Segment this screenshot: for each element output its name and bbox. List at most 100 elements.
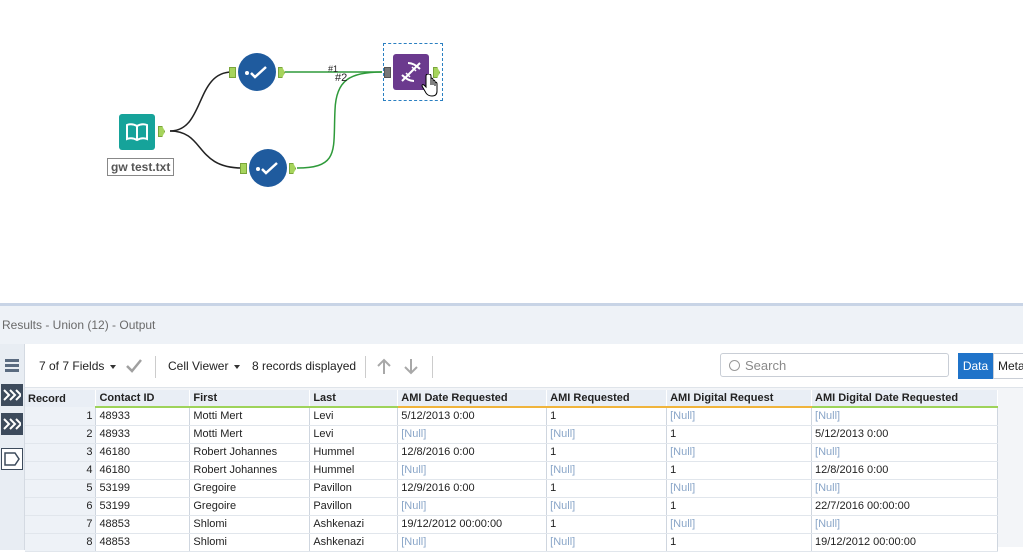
filter-tool-1[interactable] (238, 53, 276, 91)
list-icon[interactable] (1, 354, 23, 376)
metadata-tab-button[interactable]: Metadata (993, 353, 1023, 379)
table-cell[interactable]: [Null] (546, 497, 668, 516)
table-cell[interactable]: 5/12/2013 0:00 (811, 425, 998, 444)
union-output-anchor[interactable] (433, 67, 440, 78)
data-tab-button[interactable]: Data (958, 353, 993, 379)
table-cell[interactable]: [Null] (811, 443, 998, 462)
table-cell[interactable]: Ashkenazi (309, 533, 399, 552)
record-number-cell[interactable]: 7 (25, 515, 97, 534)
filter2-output-anchor[interactable] (289, 163, 296, 174)
column-header-last[interactable]: Last (309, 390, 399, 408)
input-data-tool[interactable] (119, 114, 155, 150)
table-cell[interactable]: 5/12/2013 0:00 (397, 407, 548, 426)
table-cell[interactable]: Gregoire (189, 497, 311, 516)
table-cell[interactable]: 1 (546, 479, 668, 498)
record-number-cell[interactable]: 5 (25, 479, 97, 498)
column-header-first[interactable]: First (189, 390, 311, 408)
table-cell[interactable]: 48853 (95, 533, 191, 552)
table-cell[interactable]: [Null] (666, 407, 813, 426)
table-cell[interactable]: Motti Mert (189, 425, 311, 444)
table-cell[interactable]: [Null] (397, 497, 548, 516)
table-cell[interactable]: Gregoire (189, 479, 311, 498)
column-header-record[interactable]: Record (25, 390, 97, 407)
workflow-canvas[interactable]: gw test.txt #1 #2 (0, 0, 1023, 303)
table-cell[interactable]: [Null] (666, 515, 813, 534)
record-number-cell[interactable]: 4 (25, 461, 97, 480)
table-cell[interactable]: Levi (309, 407, 399, 426)
table-cell[interactable]: Motti Mert (189, 407, 311, 426)
table-cell[interactable]: [Null] (397, 425, 548, 444)
table-cell[interactable]: 1 (666, 497, 813, 516)
table-cell[interactable]: [Null] (811, 515, 998, 534)
filter1-output-anchor[interactable] (278, 67, 285, 78)
table-cell[interactable]: Shlomi (189, 533, 311, 552)
table-cell[interactable]: 12/9/2016 0:00 (397, 479, 548, 498)
table-cell[interactable]: Hummel (309, 443, 399, 462)
table-cell[interactable]: 1 (666, 461, 813, 480)
table-cell[interactable]: [Null] (546, 425, 668, 444)
table-cell[interactable]: 19/12/2012 00:00:00 (397, 515, 548, 534)
table-cell[interactable]: Ashkenazi (309, 515, 399, 534)
table-cell[interactable]: 46180 (95, 461, 191, 480)
table-cell[interactable]: [Null] (811, 407, 998, 426)
cell-viewer-dropdown[interactable]: Cell Viewer (168, 359, 241, 373)
table-cell[interactable]: 1 (546, 407, 668, 426)
chevrons-icon-1[interactable] (1, 384, 23, 406)
record-number-cell[interactable]: 1 (25, 407, 97, 426)
filter1-input-anchor[interactable] (229, 67, 236, 78)
column-header-ami-requested[interactable]: AMI Requested (546, 390, 668, 408)
table-cell[interactable]: Hummel (309, 461, 399, 480)
column-header-ami-digital-date-requested[interactable]: AMI Digital Date Requested (811, 390, 998, 408)
table-cell[interactable]: [Null] (397, 533, 548, 552)
column-header-contact-id[interactable]: Contact ID (95, 390, 191, 408)
table-cell[interactable]: [Null] (666, 479, 813, 498)
filter2-input-anchor[interactable] (240, 163, 247, 174)
arrow-down-icon[interactable] (403, 358, 419, 375)
tag-icon[interactable] (1, 448, 23, 470)
table-cell[interactable]: [Null] (666, 443, 813, 462)
column-header-ami-date-requested[interactable]: AMI Date Requested (397, 390, 548, 408)
table-cell[interactable]: 1 (666, 425, 813, 444)
record-number-cell[interactable]: 6 (25, 497, 97, 516)
record-number-cell[interactable]: 8 (25, 533, 97, 552)
table-cell[interactable]: 53199 (95, 497, 191, 516)
table-cell[interactable]: Robert Johannes (189, 443, 311, 462)
union-tool[interactable] (393, 54, 429, 90)
union-input-anchor[interactable] (384, 67, 391, 78)
table-cell[interactable]: [Null] (397, 461, 548, 480)
table-cell[interactable]: [Null] (546, 533, 668, 552)
table-cell[interactable]: Levi (309, 425, 399, 444)
table-cell[interactable]: 22/7/2016 00:00:00 (811, 497, 998, 516)
filter-tool-2[interactable] (249, 149, 287, 187)
table-cell[interactable]: 12/8/2016 0:00 (397, 443, 548, 462)
table-cell[interactable]: 12/8/2016 0:00 (811, 461, 998, 480)
table-cell[interactable]: 48853 (95, 515, 191, 534)
fields-dropdown[interactable]: 7 of 7 Fields (39, 359, 117, 373)
table-cell[interactable]: [Null] (546, 461, 668, 480)
input-output-anchor[interactable] (158, 126, 165, 137)
table-cell[interactable]: Pavillon (309, 497, 399, 516)
table-cell[interactable]: Robert Johannes (189, 461, 311, 480)
arrow-up-icon[interactable] (376, 358, 392, 375)
table-cell[interactable]: Shlomi (189, 515, 311, 534)
table-cell[interactable]: 48933 (95, 425, 191, 444)
table-cell[interactable]: 19/12/2012 00:00:00 (811, 533, 998, 552)
record-number-cell[interactable]: 2 (25, 425, 97, 444)
checkmark-icon[interactable] (126, 359, 142, 373)
table-cell[interactable]: Pavillon (309, 479, 399, 498)
table-cell[interactable]: 1 (666, 533, 813, 552)
table-cell[interactable]: 1 (546, 443, 668, 462)
table-cell[interactable]: 53199 (95, 479, 191, 498)
table-cell[interactable]: 1 (546, 515, 668, 534)
table-cell[interactable]: 48933 (95, 407, 191, 426)
search-input[interactable] (720, 353, 949, 377)
record-number-cell[interactable]: 3 (25, 443, 97, 462)
